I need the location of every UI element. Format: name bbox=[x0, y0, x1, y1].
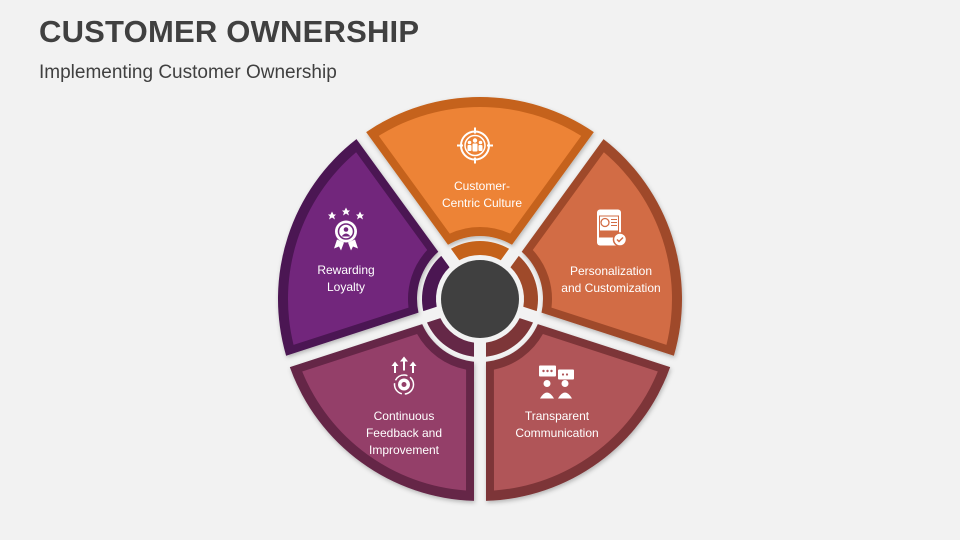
label-line: Communication bbox=[515, 426, 599, 440]
inner-ring-rewarding-loyalty bbox=[422, 255, 450, 312]
profile-tablet-check-icon bbox=[593, 208, 629, 255]
segment-fill-transparent-communication bbox=[493, 334, 658, 491]
segment-fill-continuous-feedback bbox=[302, 334, 467, 491]
segment-fill-customer-centric-culture bbox=[378, 106, 582, 234]
gear-arrows-icon bbox=[387, 355, 421, 402]
segment-fill-personalization bbox=[532, 152, 672, 345]
label-line: Loyalty bbox=[326, 280, 366, 294]
inner-ring-continuous-feedback bbox=[426, 318, 475, 357]
label-line: Centric Culture bbox=[441, 196, 523, 210]
label-line: Feedback and bbox=[365, 426, 443, 440]
segment-fill-rewarding-loyalty bbox=[288, 152, 428, 345]
inner-ring-transparent-communication bbox=[485, 318, 534, 357]
page-subtitle: Implementing Customer Ownership bbox=[39, 62, 337, 83]
inner-ring-customer-centric-culture bbox=[450, 240, 510, 261]
page-title: CUSTOMER OWNERSHIP bbox=[39, 14, 420, 49]
label-line: Customer- bbox=[453, 179, 510, 193]
segment-label-customer-centric-culture: Customer- Centric Culture bbox=[407, 178, 557, 212]
label-line: Continuous bbox=[373, 409, 435, 423]
target-people-icon bbox=[456, 127, 494, 170]
award-badge-icon bbox=[326, 207, 366, 258]
label-line: Improvement bbox=[368, 443, 440, 457]
center-circle bbox=[441, 260, 519, 338]
inner-ring-personalization bbox=[510, 255, 538, 312]
label-line: Transparent bbox=[524, 409, 590, 423]
chat-people-icon bbox=[537, 365, 577, 406]
label-line: and Customization bbox=[561, 281, 661, 295]
label-line: Personalization bbox=[569, 264, 653, 278]
segment-label-personalization: Personalization and Customization bbox=[536, 263, 686, 297]
label-line: Rewarding bbox=[317, 263, 375, 277]
